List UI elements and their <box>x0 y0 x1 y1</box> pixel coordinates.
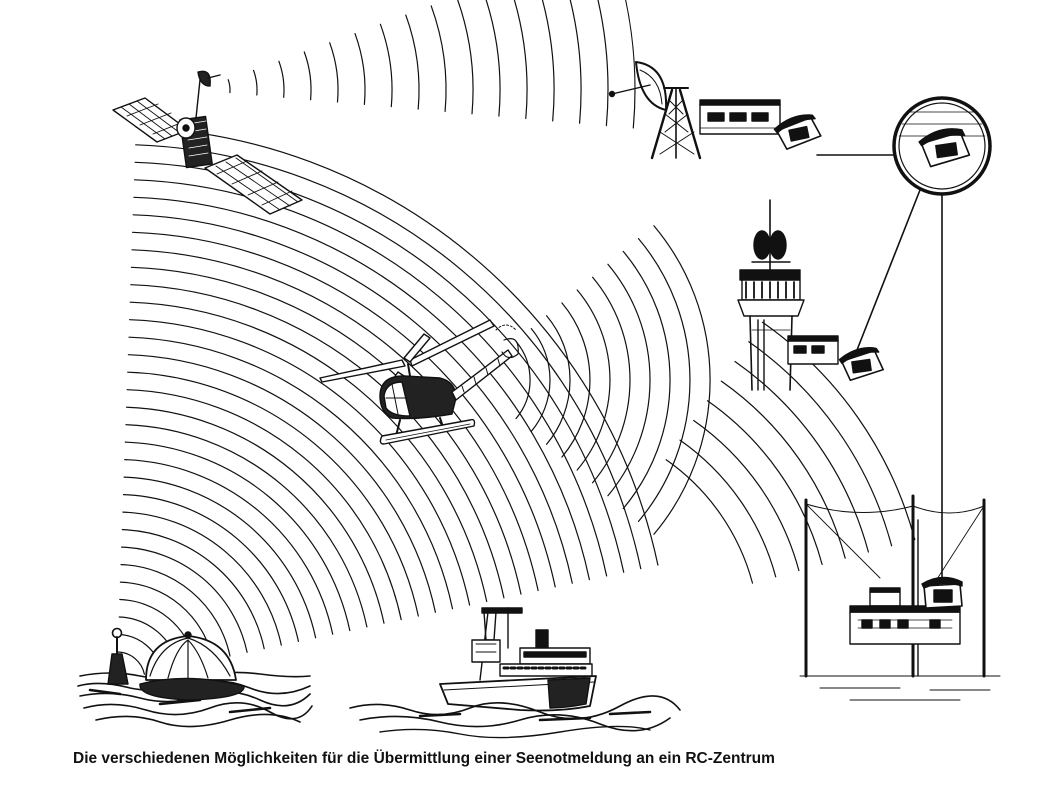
signal-wave-arc <box>482 0 500 116</box>
signal-wave-arc <box>680 440 776 577</box>
rc-center-telephone-magnifier-icon <box>894 98 990 194</box>
telephone-icon <box>922 577 962 608</box>
satellite-icon <box>113 71 302 214</box>
signal-wave-arc <box>609 0 635 128</box>
signal-wave-arc <box>694 421 799 571</box>
signal-wave-arc <box>583 0 608 126</box>
signal-wave-arc <box>406 15 419 109</box>
signal-wave-arc <box>533 0 554 121</box>
signal-wave-arc <box>562 303 590 457</box>
signal-wave-arc <box>457 0 474 114</box>
signal-wave-arc <box>431 6 446 112</box>
tower-building-icon <box>788 336 838 364</box>
signal-wave-arc <box>126 425 367 627</box>
life-raft-icon <box>140 632 244 700</box>
signal-wave-arc <box>228 80 230 93</box>
signal-wave-arc <box>304 52 311 100</box>
signal-wave-arc <box>558 0 581 123</box>
signal-wave-arc <box>254 71 257 96</box>
ground-station-dish-icon <box>610 62 701 158</box>
signal-wave-arc <box>608 264 650 495</box>
signal-wave-arc <box>330 43 338 102</box>
signal-wave-arc <box>122 530 264 649</box>
ground-station-building-icon <box>700 100 780 134</box>
signal-wave-arc <box>124 495 299 642</box>
distress-communication-illustration <box>0 0 1052 745</box>
signal-wave-arc <box>127 390 401 620</box>
signal-wave-arc <box>133 232 556 587</box>
signal-wave-arc <box>127 407 385 623</box>
signal-wave-arc <box>125 442 349 630</box>
figure-caption: Die verschiedenen Möglichkeiten für die … <box>73 750 775 768</box>
signal-wave-arc <box>355 34 365 105</box>
rc-center-building-icon <box>800 496 1000 700</box>
signal-wave-arc <box>132 250 538 591</box>
signal-wave-arc <box>380 24 392 106</box>
signal-wave-arc <box>136 127 658 565</box>
ship-icon <box>350 608 680 738</box>
signal-wave-arc <box>507 0 527 119</box>
signal-wave-arc <box>593 277 630 483</box>
signal-wave-arc <box>639 239 690 522</box>
signal-wave-arc <box>124 477 316 638</box>
signal-wave-arc <box>721 381 845 558</box>
epirb-buoy-icon <box>108 629 128 685</box>
helicopter-signal-waves <box>516 226 710 535</box>
satellite-signal-waves <box>228 0 635 128</box>
signal-wave-arc <box>279 61 284 97</box>
telephone-icon <box>838 346 884 382</box>
signal-wave-arc <box>133 215 572 583</box>
signal-wave-arc <box>666 460 752 583</box>
